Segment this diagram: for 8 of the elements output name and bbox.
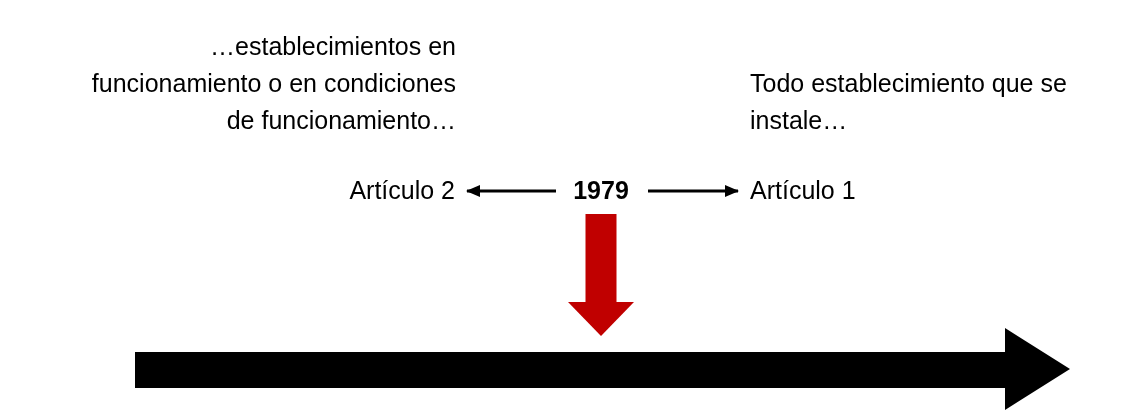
- year-label: 1979: [560, 174, 642, 206]
- description-text: …establecimientos en funcionamiento o en condiciones de funcionamiento…: [90, 31, 456, 136]
- description-text: Todo establecimiento que se instale…: [750, 68, 1068, 136]
- article-label: Artículo 2: [300, 174, 455, 206]
- article-label: Artículo 1: [750, 174, 900, 206]
- arrow: [568, 214, 634, 336]
- arrow: [466, 185, 556, 197]
- arrow: [648, 185, 739, 197]
